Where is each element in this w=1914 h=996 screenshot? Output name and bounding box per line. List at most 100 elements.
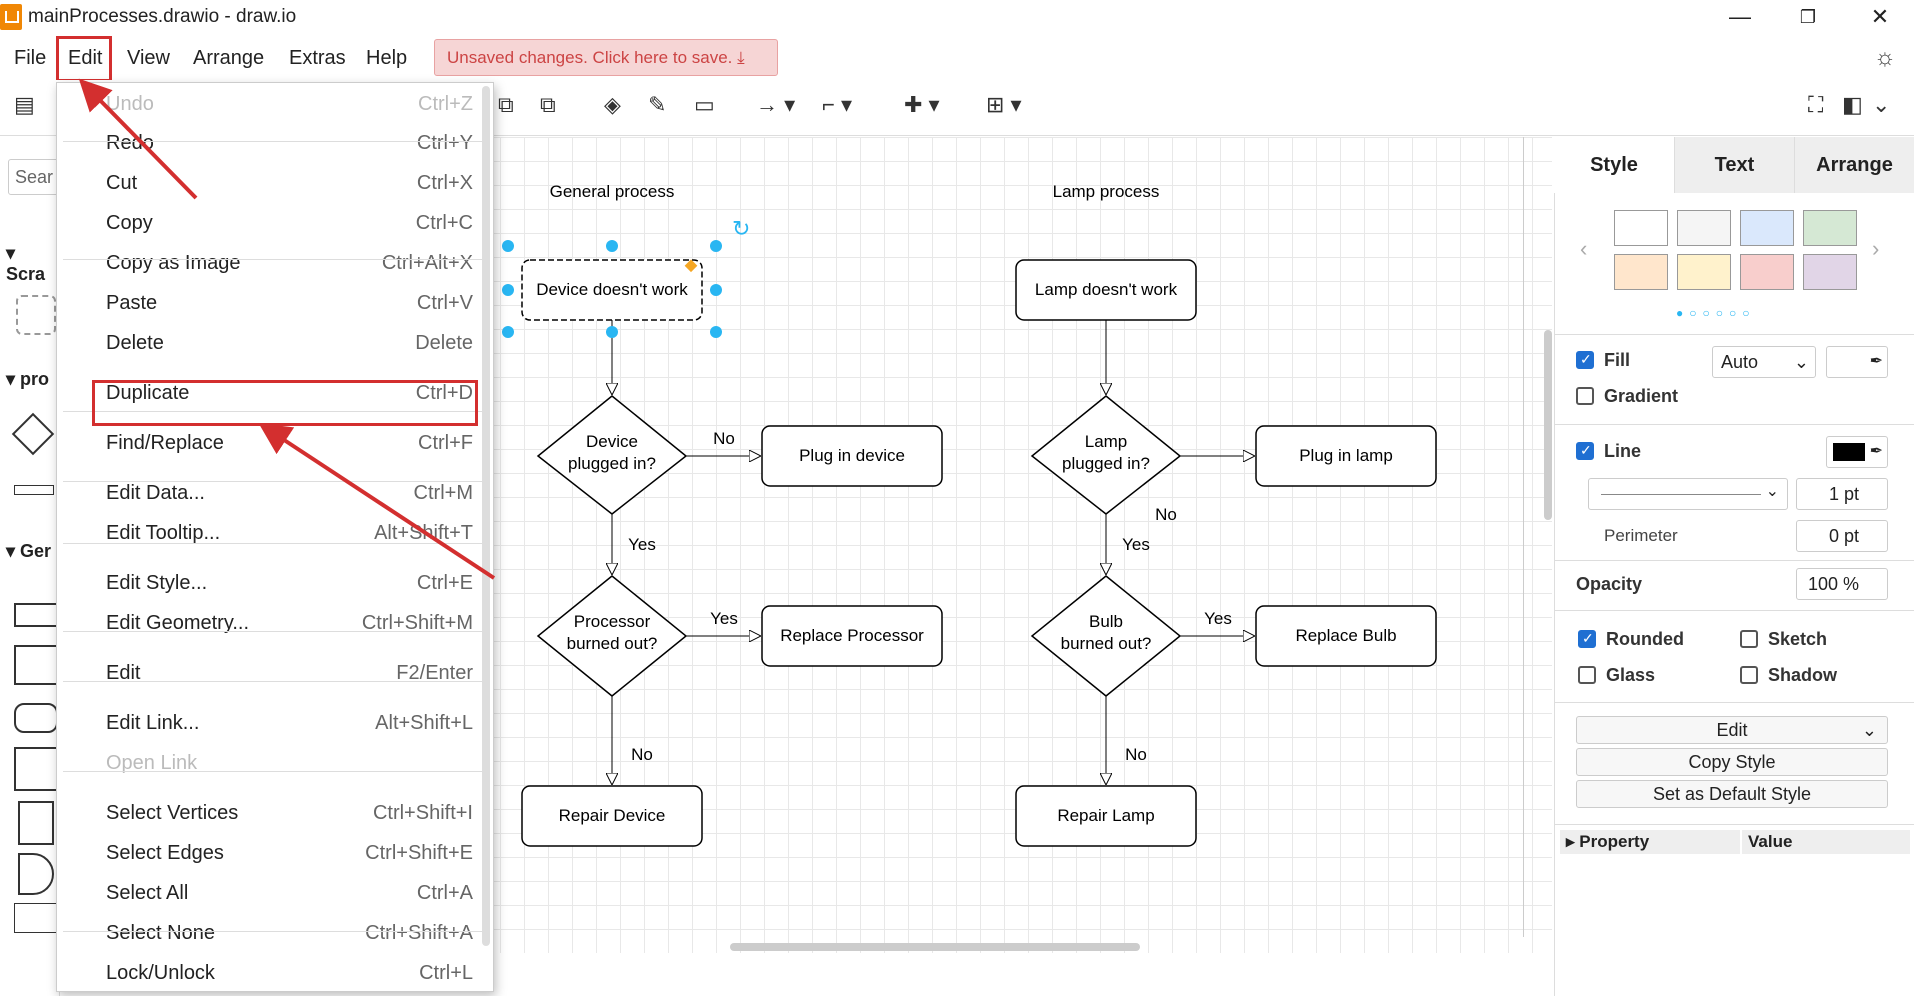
g-start-node[interactable] — [521, 259, 703, 321]
menu-item-edit-style[interactable]: Edit Style...Ctrl+E — [57, 564, 495, 602]
tab-arrange[interactable]: Arrange — [1794, 137, 1914, 193]
fill-color-picker[interactable]: ✒ — [1826, 346, 1888, 378]
table-icon[interactable]: ⊞ ▾ — [986, 92, 1022, 117]
menu-item-edit-geometry[interactable]: Edit Geometry...Ctrl+Shift+M — [57, 604, 495, 642]
section-scratchpad[interactable]: ▾ Scra — [6, 243, 46, 284]
fullscreen-icon[interactable]: ⛶ — [1808, 92, 1824, 117]
swatch-page-dots[interactable]: ●○○○○○ — [1676, 306, 1756, 320]
diagram-canvas[interactable] — [404, 137, 1552, 953]
glass-checkbox[interactable] — [1578, 666, 1596, 684]
rect-small-shape[interactable] — [14, 485, 54, 495]
line-checkbox[interactable] — [1576, 442, 1594, 460]
section-general[interactable]: ▾ Ger — [6, 541, 52, 561]
collapse-icon[interactable]: ⌄ — [1872, 92, 1891, 117]
style-swatch[interactable] — [1677, 254, 1731, 290]
menu-view[interactable]: View — [127, 47, 170, 69]
resize-handle[interactable] — [502, 284, 514, 296]
menu-scrollbar[interactable] — [482, 86, 490, 946]
fill-checkbox[interactable] — [1576, 351, 1594, 369]
line-width-input[interactable]: 1 pt — [1796, 478, 1888, 510]
menu-item-edit-link[interactable]: Edit Link...Alt+Shift+L — [57, 704, 495, 742]
fill-color-icon[interactable]: ◈ — [604, 92, 621, 117]
to-back-icon[interactable]: ⧉ — [540, 92, 556, 117]
to-front-icon[interactable]: ⧉ — [498, 92, 514, 117]
l-replace-node[interactable] — [1255, 605, 1437, 667]
menu-extras[interactable]: Extras — [289, 47, 346, 69]
l-plug-node[interactable] — [1255, 425, 1437, 487]
resize-handle[interactable] — [502, 240, 514, 252]
g-replace-node[interactable] — [761, 605, 943, 667]
property-header[interactable]: ▸ Property — [1560, 830, 1740, 854]
minimize-button[interactable]: — — [1729, 4, 1751, 29]
tab-text[interactable]: Text — [1674, 137, 1794, 193]
scratchpad-drop[interactable] — [16, 295, 56, 335]
horizontal-scrollbar[interactable] — [730, 943, 1140, 951]
resize-handle[interactable] — [710, 240, 722, 252]
style-swatch[interactable] — [1614, 254, 1668, 290]
rounded-checkbox[interactable] — [1578, 630, 1596, 648]
tab-style[interactable]: Style — [1554, 137, 1674, 193]
close-button[interactable]: ✕ — [1870, 4, 1890, 29]
menu-item-edit-data[interactable]: Edit Data...Ctrl+M — [57, 474, 495, 512]
shadow-checkbox[interactable] — [1740, 666, 1758, 684]
resize-handle[interactable] — [710, 326, 722, 338]
style-swatch[interactable] — [1740, 254, 1794, 290]
style-swatch[interactable] — [1614, 210, 1668, 246]
menu-item-edit-tooltip[interactable]: Edit Tooltip...Alt+Shift+T — [57, 514, 495, 552]
style-swatch[interactable] — [1677, 210, 1731, 246]
restore-button[interactable]: ❐ — [1799, 7, 1817, 27]
opacity-input[interactable]: 100 % — [1796, 568, 1888, 600]
style-swatch[interactable] — [1803, 254, 1857, 290]
set-default-style-button[interactable]: Set as Default Style — [1576, 780, 1888, 808]
rotate-handle-icon[interactable]: ↻ — [732, 216, 750, 241]
vertical-scrollbar[interactable] — [1544, 330, 1552, 520]
shadow-icon[interactable]: ▭ — [694, 92, 715, 117]
g-repair-node[interactable] — [521, 785, 703, 847]
connection-icon[interactable]: → ▾ — [756, 92, 796, 117]
line-pattern-select[interactable]: ⌄ — [1588, 478, 1788, 510]
style-swatch[interactable] — [1740, 210, 1794, 246]
l-repair-node[interactable] — [1015, 785, 1197, 847]
section-processes[interactable]: ▾ pro — [6, 369, 50, 389]
g-plug-node[interactable] — [761, 425, 943, 487]
style-swatch[interactable] — [1803, 210, 1857, 246]
copy-style-button[interactable]: Copy Style — [1576, 748, 1888, 776]
line-color-picker[interactable]: ✒ — [1826, 436, 1888, 468]
gradient-checkbox[interactable] — [1576, 387, 1594, 405]
panel-toggle-icon[interactable]: ◧ — [1842, 92, 1863, 117]
perimeter-input[interactable]: 0 pt — [1796, 520, 1888, 552]
format-panel-icon[interactable]: ▤ — [14, 92, 35, 117]
line-color-icon[interactable]: ✎ — [648, 92, 667, 117]
menu-edit[interactable]: Edit — [68, 47, 103, 69]
resize-handle[interactable] — [502, 326, 514, 338]
theme-sun-icon[interactable]: ☼ — [1874, 44, 1896, 71]
resize-handle[interactable] — [606, 326, 618, 338]
delay-shape[interactable] — [18, 853, 54, 895]
insert-icon[interactable]: ✚ ▾ — [904, 92, 940, 117]
document-shape[interactable] — [18, 801, 54, 845]
waypoints-icon[interactable]: ⌐ ▾ — [822, 92, 853, 117]
resize-handle[interactable] — [606, 240, 618, 252]
fill-mode-select[interactable]: Auto⌄ — [1712, 346, 1816, 378]
resize-handle[interactable] — [710, 284, 722, 296]
chevron-right-icon[interactable]: › — [1872, 236, 1880, 261]
menu-arrange[interactable]: Arrange — [193, 47, 265, 69]
menu-help[interactable]: Help — [366, 47, 408, 69]
edit-style-button[interactable]: Edit⌄ — [1576, 716, 1888, 744]
chevron-left-icon[interactable]: ‹ — [1580, 236, 1588, 261]
sketch-checkbox[interactable] — [1740, 630, 1758, 648]
